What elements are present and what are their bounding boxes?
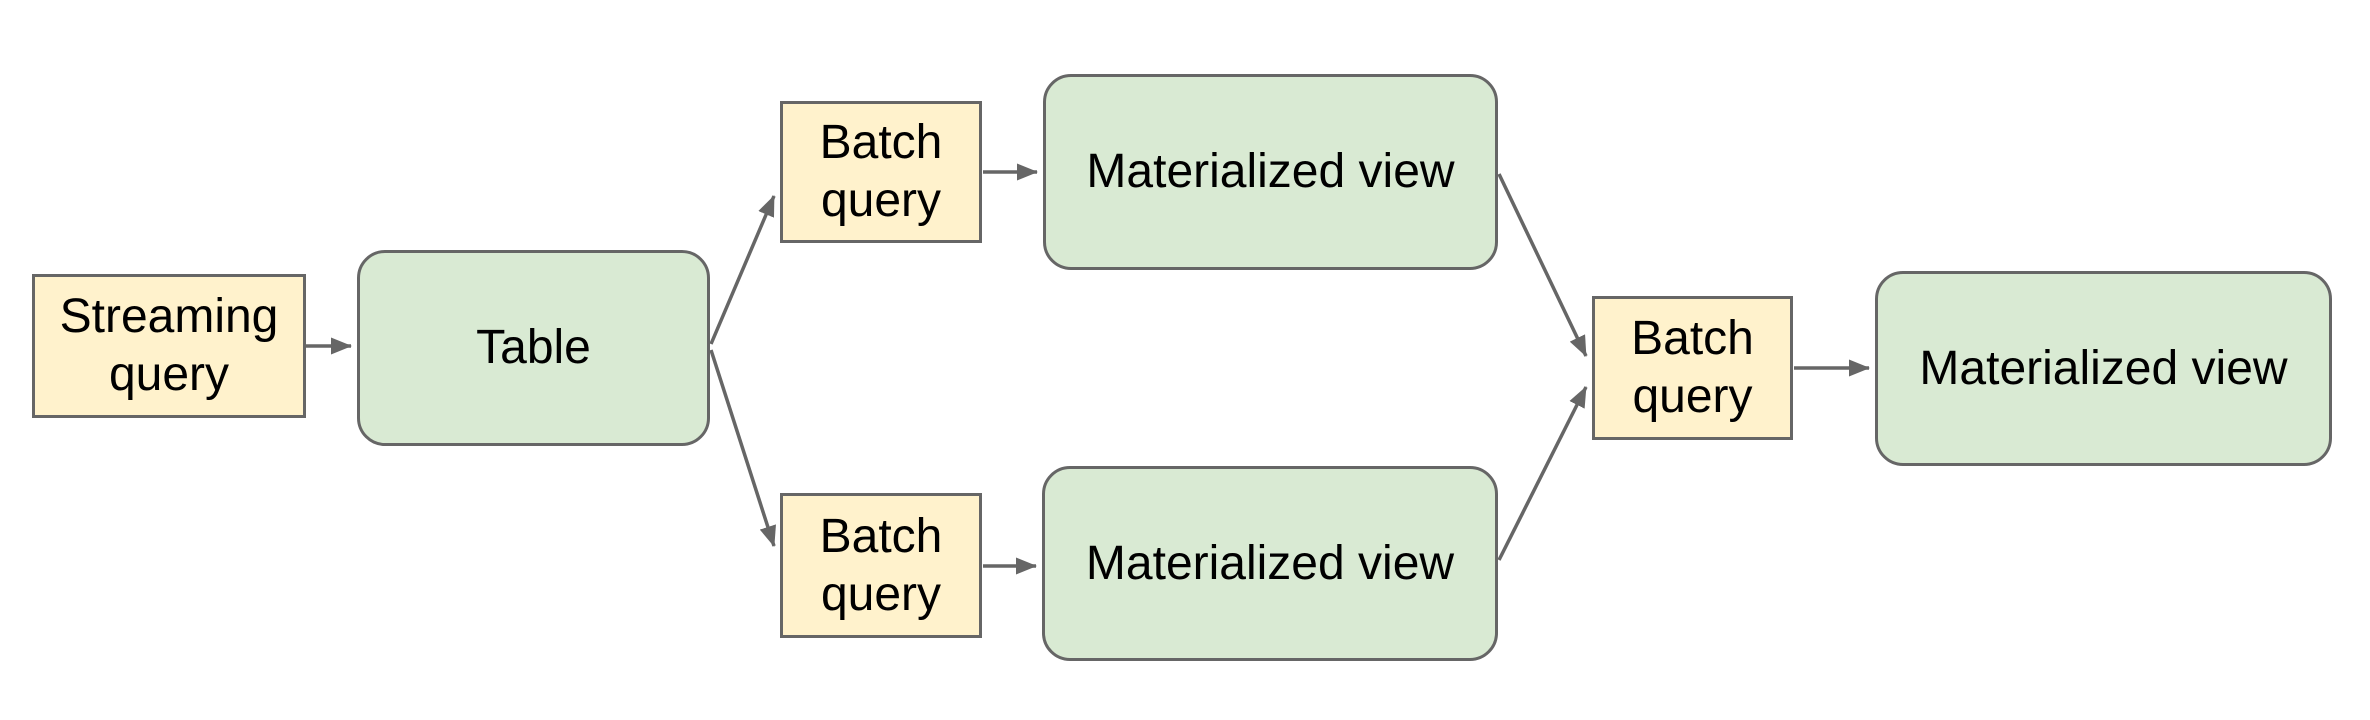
node-materialized-view-right-label: Materialized view [1919,341,2288,395]
edge-mv-top-to-batch-query-right [1497,173,1588,357]
node-materialized-view-bottom-label: Materialized view [1085,536,1455,590]
node-streaming-query: Streaming query [32,274,306,418]
node-materialized-view-top: Materialized view [1043,74,1498,270]
node-batch-query-top-label: Batch query [819,116,943,227]
edge-table-to-batch-query-top [709,195,776,345]
node-materialized-view-bottom: Materialized view [1042,466,1498,661]
node-batch-query-bottom: Batch query [780,493,982,638]
node-table: Table [357,250,710,446]
node-batch-query-right: Batch query [1592,296,1793,440]
node-batch-query-bottom-label: Batch query [819,509,943,621]
node-materialized-view-right: Materialized view [1875,271,2332,466]
node-materialized-view-top-label: Materialized view [1086,145,1455,199]
node-batch-query-top: Batch query [780,101,982,243]
edge-table-to-batch-query-bottom [709,349,776,547]
edge-mv-bottom-to-batch-query-right [1497,386,1588,561]
node-table-label: Table [476,321,591,375]
node-batch-query-right-label: Batch query [1631,312,1754,423]
node-streaming-query-label: Streaming query [59,290,279,401]
